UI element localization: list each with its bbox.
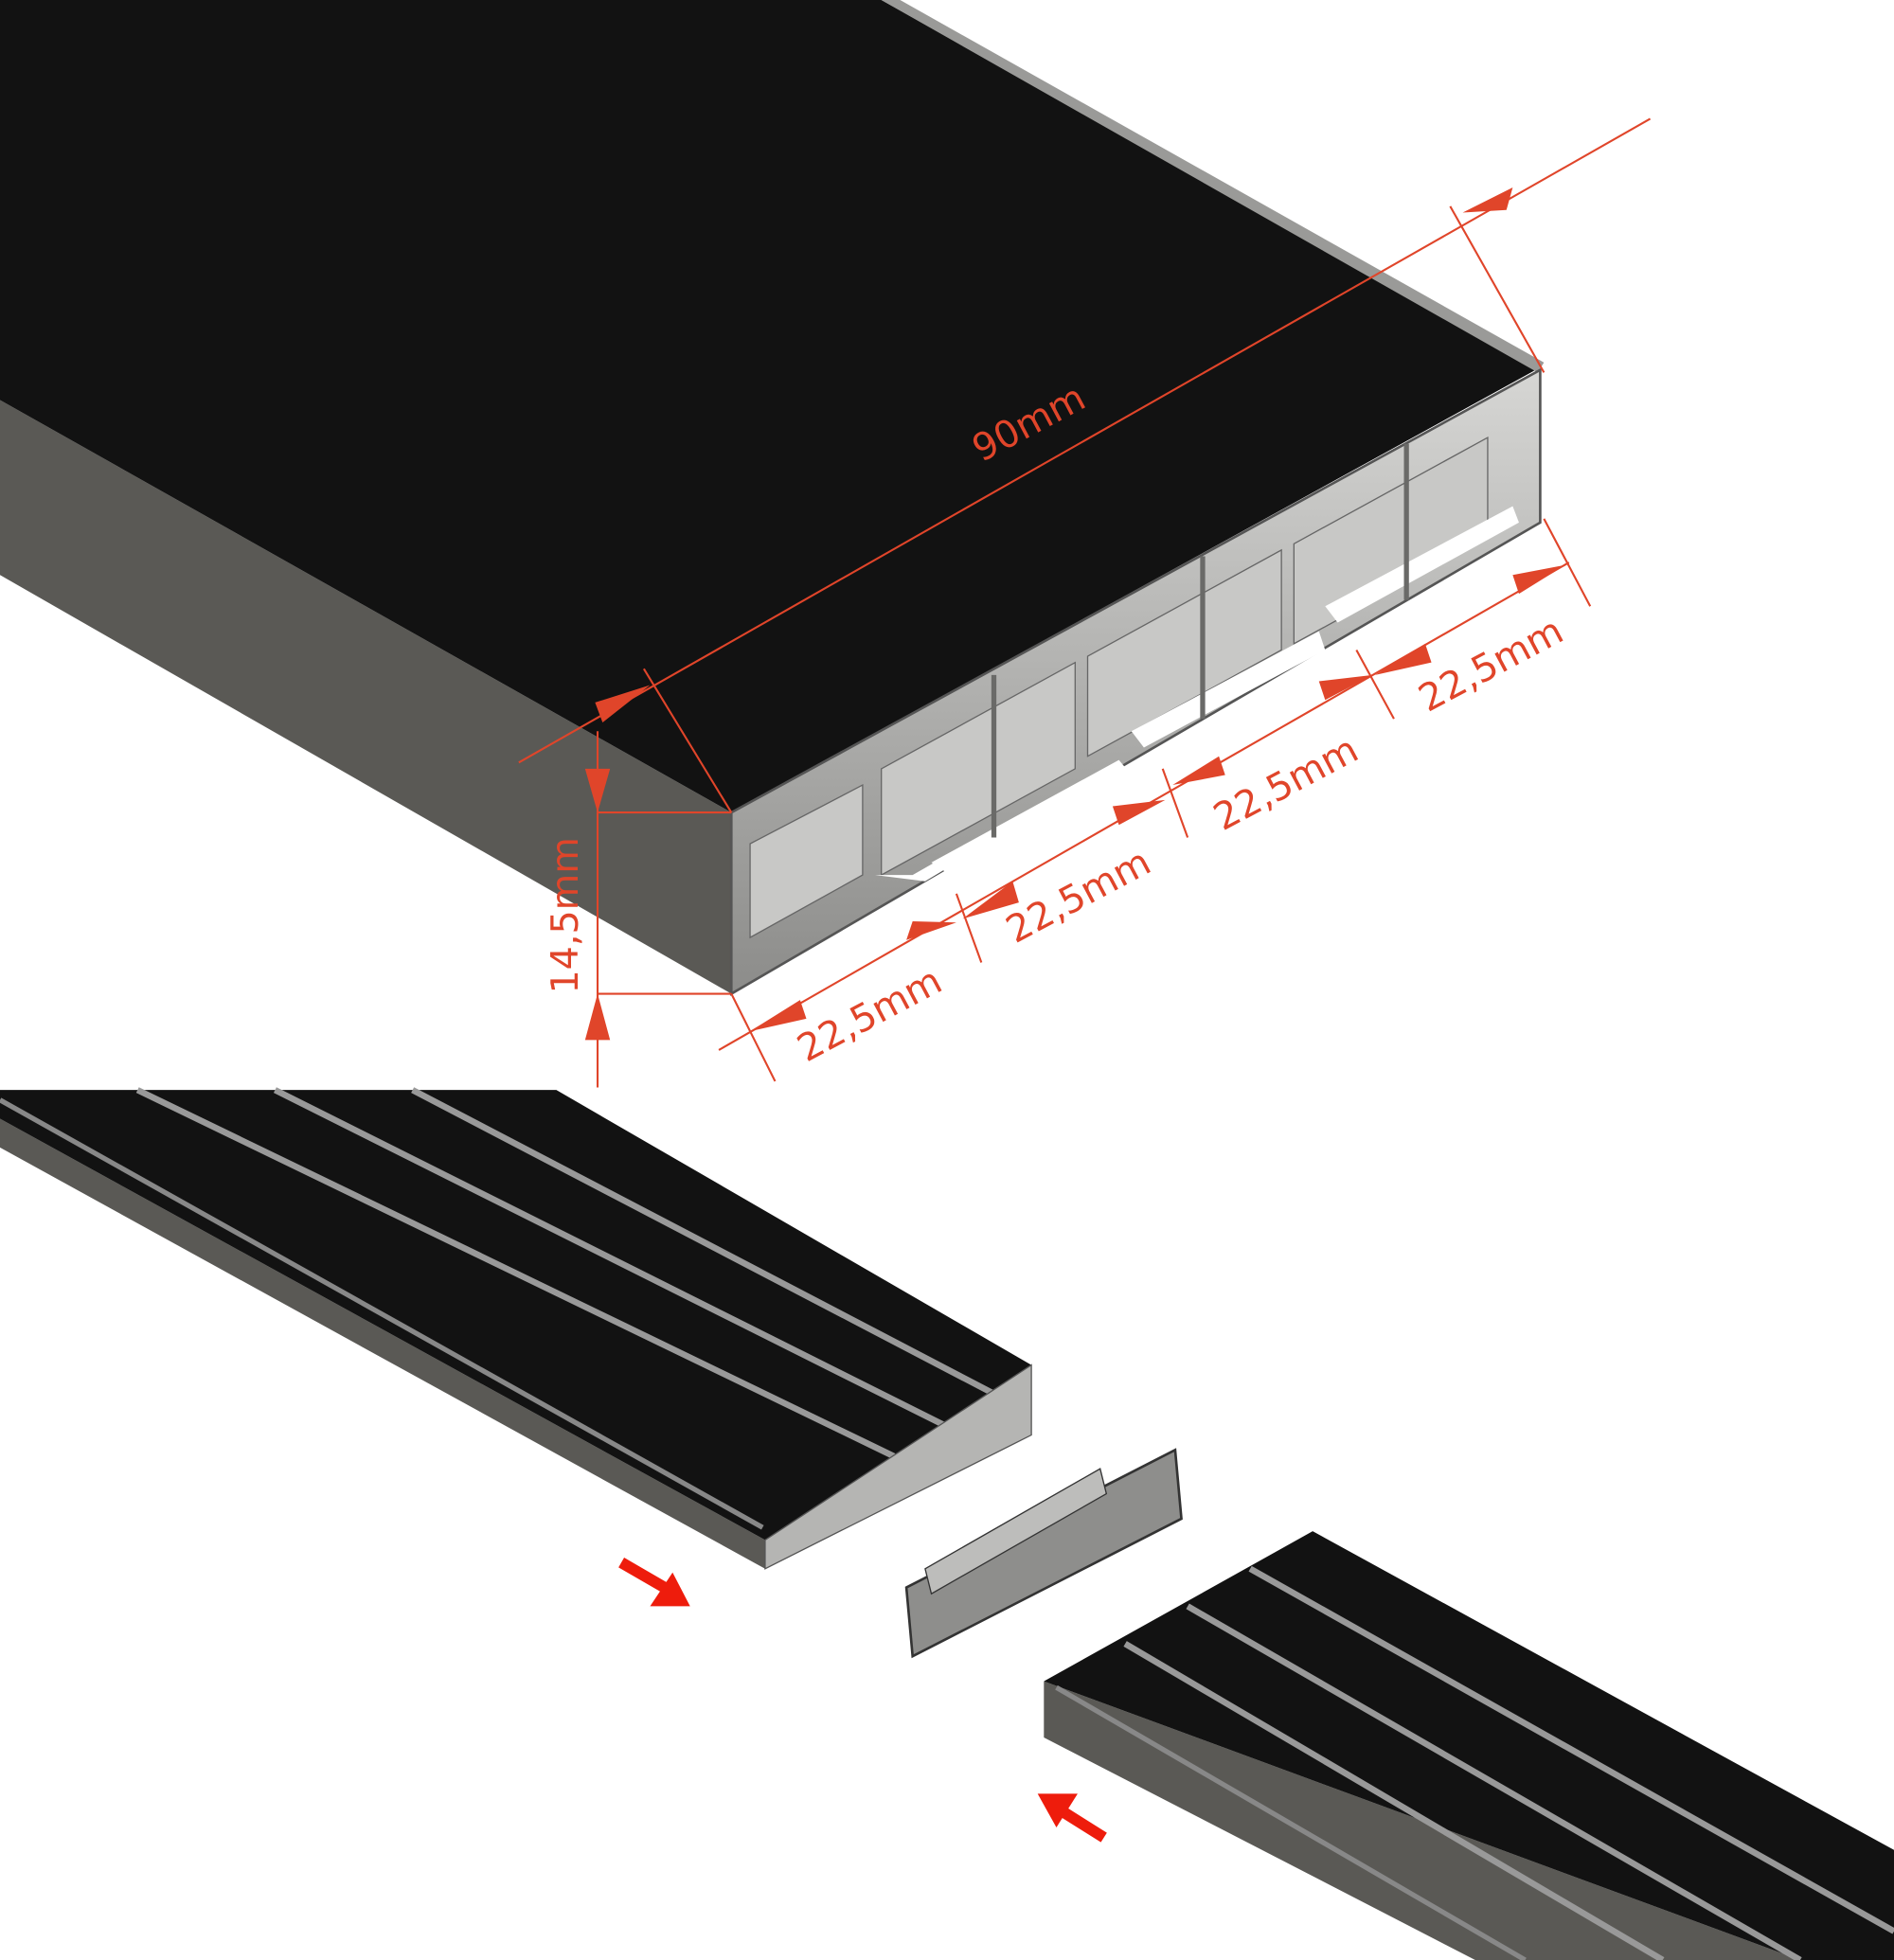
rail-side-face — [0, 400, 732, 994]
dimension-label-track-3: 22,5mm — [1206, 728, 1366, 840]
dimension-lines — [518, 117, 1652, 1088]
red-arrow-right — [618, 1558, 690, 1607]
red-arrow-left — [1037, 1793, 1107, 1843]
track-slot — [875, 849, 956, 882]
rail-edge-highlight — [881, 0, 1545, 373]
dimension-label-track-4: 22,5mm — [1412, 609, 1571, 721]
track-slot — [1325, 506, 1519, 623]
rail-closeup: 90mm 14,5mm 22,5mm 22,5mm 22,5mm 22,5mm — [0, 0, 1652, 1088]
right-rail-segment — [1044, 1531, 1894, 1960]
rail-connector — [904, 1448, 1183, 1659]
track-slot — [1131, 631, 1326, 748]
dimension-label-height: 14,5mm — [544, 837, 587, 993]
left-rail-segment — [0, 1087, 1032, 1570]
track-slot — [931, 759, 1132, 876]
rail-top-face — [0, 0, 1538, 813]
rail-profile-end — [729, 367, 1542, 996]
dimension-label-track-1: 22,5mm — [791, 959, 950, 1071]
